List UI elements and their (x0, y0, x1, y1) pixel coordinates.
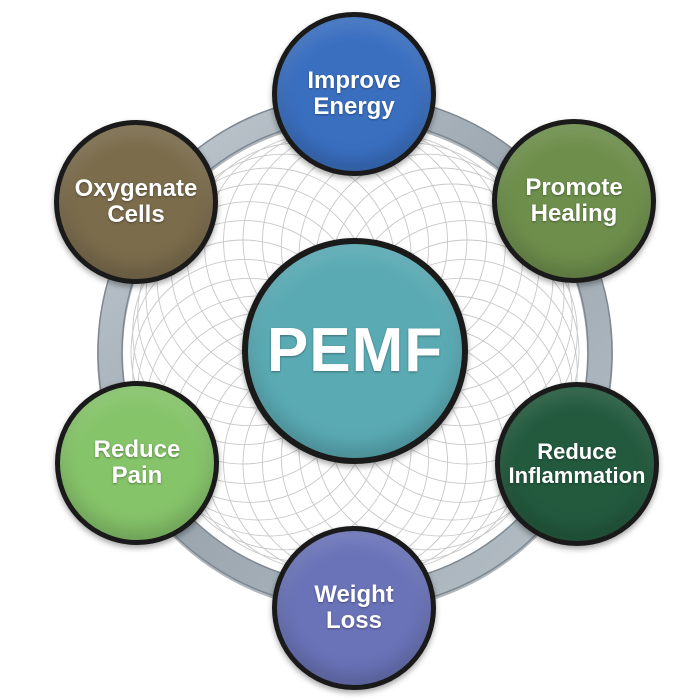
node-weight-loss: Weight Loss (272, 526, 436, 690)
node-weight-loss-label: Weight Loss (314, 581, 394, 634)
node-reduce-inflammation: Reduce Inflammation (495, 382, 659, 546)
node-improve-energy: Improve Energy (272, 12, 436, 176)
node-reduce-inflammation-label: Reduce Inflammation (508, 439, 646, 488)
node-oxygenate-cells-label: Oxygenate Cells (74, 175, 198, 228)
node-oxygenate-cells: Oxygenate Cells (54, 120, 218, 284)
node-improve-energy-label: Improve Energy (307, 67, 401, 120)
node-reduce-pain: Reduce Pain (55, 381, 219, 545)
node-promote-healing: Promote Healing (492, 119, 656, 283)
center-node-label: PEMF (266, 315, 444, 385)
node-promote-healing-label: Promote Healing (525, 174, 623, 227)
center-node-pemf: PEMF (242, 238, 468, 464)
node-reduce-pain-label: Reduce Pain (93, 436, 181, 489)
